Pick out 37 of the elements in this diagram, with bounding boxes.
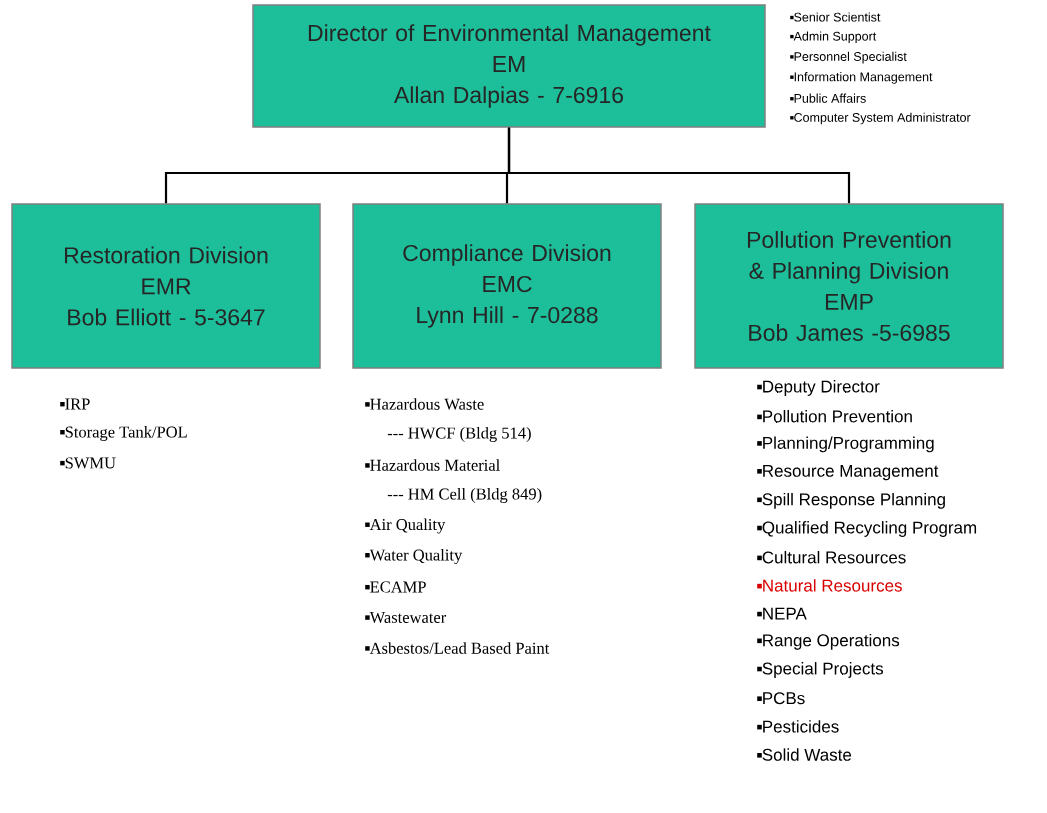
connector-line [507, 127, 851, 204]
org-box: Director of Environmental Management EM Allan Dalpias - 7-6916 [252, 4, 766, 128]
list-item: SWMU [60, 457, 116, 469]
list-item: Hazardous Material [365, 459, 500, 471]
list-item: Special Projects [757, 662, 884, 678]
list-item: Computer System Administrator [790, 112, 971, 125]
list-item: IRP [60, 398, 90, 410]
list-item: Resource Management [757, 465, 939, 481]
list-item: Deputy Director [757, 380, 880, 396]
list-item: Public Affairs [790, 93, 866, 103]
list-item: Range Operations [757, 633, 900, 650]
list-item: NEPA [757, 607, 807, 620]
list-item: ECAMP [365, 581, 426, 593]
org-box: Compliance Division EMC Lynn Hill - 7-0288 [352, 203, 662, 369]
list-item: Asbestos/Lead Based Paint [365, 642, 550, 654]
list-item: Solid Waste [757, 748, 852, 761]
list-item: Admin Support [790, 31, 877, 44]
org-box: Restoration Division EMR Bob Elliott - 5-3647 [11, 203, 321, 369]
list-item: Wastewater [365, 611, 447, 623]
list-item: Hazardous Waste [365, 398, 484, 410]
list-item: Senior Scientist [790, 12, 881, 22]
list-item: Air Quality [365, 518, 446, 534]
list-item: PCBs [757, 692, 805, 705]
list-item: Spill Response Planning [757, 492, 945, 509]
list-item: Water Quality [365, 549, 463, 564]
list-item: Qualified Recycling Program [757, 521, 977, 537]
list-item: --- HWCF (Bldg 514) [387, 427, 531, 442]
org-box: Pollution Prevention & Planning Division EMP Bob James -5-6985 [694, 203, 1004, 369]
list-item: Storage Tank/POL [60, 426, 187, 441]
list-item: Natural Resources [757, 579, 902, 592]
list-item: --- HM Cell (Bldg 849) [387, 488, 542, 503]
list-item: Pesticides [757, 720, 839, 733]
list-item: Information Management [790, 72, 933, 84]
list-item: Planning/Programming [757, 436, 934, 453]
list-item: Cultural Resources [757, 550, 906, 564]
list-item: Pollution Prevention [757, 409, 912, 423]
list-item: Personnel Specialist [790, 51, 907, 64]
